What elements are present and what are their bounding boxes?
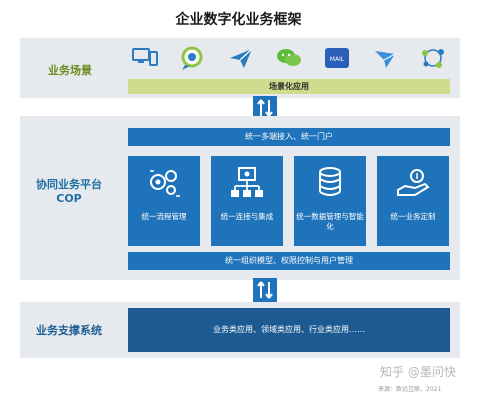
- scenario-label: 业务场景: [48, 64, 92, 77]
- bidirectional-arrow-icon: [253, 278, 277, 302]
- app-icon-row: MAIL: [130, 42, 448, 74]
- scenario-app-bar: 场景化应用: [128, 79, 450, 94]
- card-data: 统一数据管理与智能化: [294, 156, 366, 246]
- cop-bottom-bar: 统一组织模型、权限控制与用户管理: [128, 252, 450, 270]
- dingtalk-icon: [370, 44, 400, 72]
- support-section: 业务支撑系统 业务类应用、领域类应用、行业类应用……: [20, 302, 460, 358]
- card-custom: 统一业务定制: [377, 156, 449, 246]
- database-icon: [294, 166, 366, 202]
- card-custom-label: 统一业务定制: [390, 212, 436, 221]
- cop-section: 协同业务平台 COP 统一多端接入、统一门户 统一流程管理 统一连接与集成 统一…: [20, 116, 460, 280]
- chat-bubble-icon: [178, 44, 208, 72]
- card-integration: 统一连接与集成: [211, 156, 283, 246]
- cop-label: 协同业务平台 COP: [36, 178, 102, 206]
- cop-top-bar: 统一多端接入、统一门户: [128, 128, 450, 146]
- card-process: 统一流程管理: [128, 156, 200, 246]
- cop-label-line2: COP: [56, 192, 82, 205]
- support-apps-bar: 业务类应用、领域类应用、行业类应用……: [128, 308, 450, 352]
- card-process-label: 统一流程管理: [141, 212, 187, 221]
- card-data-label: 统一数据管理与智能化: [296, 212, 364, 231]
- gears-icon: [128, 166, 200, 202]
- weibo-icon: MAIL: [322, 44, 352, 72]
- watermark-text: 知乎 @墨问快: [380, 365, 456, 379]
- monitor-devices-icon: [130, 44, 160, 72]
- send-plane-icon: [226, 44, 256, 72]
- card-integration-label: 统一连接与集成: [220, 212, 274, 221]
- source-text: 来源：致远互联，2021: [378, 386, 442, 393]
- cop-label-line1: 协同业务平台: [36, 178, 102, 191]
- wechat-icon: [274, 44, 304, 72]
- svg-text:MAIL: MAIL: [330, 56, 345, 63]
- support-label: 业务支撑系统: [36, 324, 102, 337]
- page-title: 企业数字化业务框架: [175, 12, 302, 28]
- scenario-section: 业务场景 MAIL 场景化应用: [20, 38, 460, 98]
- connection-icon: [211, 166, 283, 202]
- hand-coin-icon: [377, 166, 449, 202]
- network-icon: [418, 44, 448, 72]
